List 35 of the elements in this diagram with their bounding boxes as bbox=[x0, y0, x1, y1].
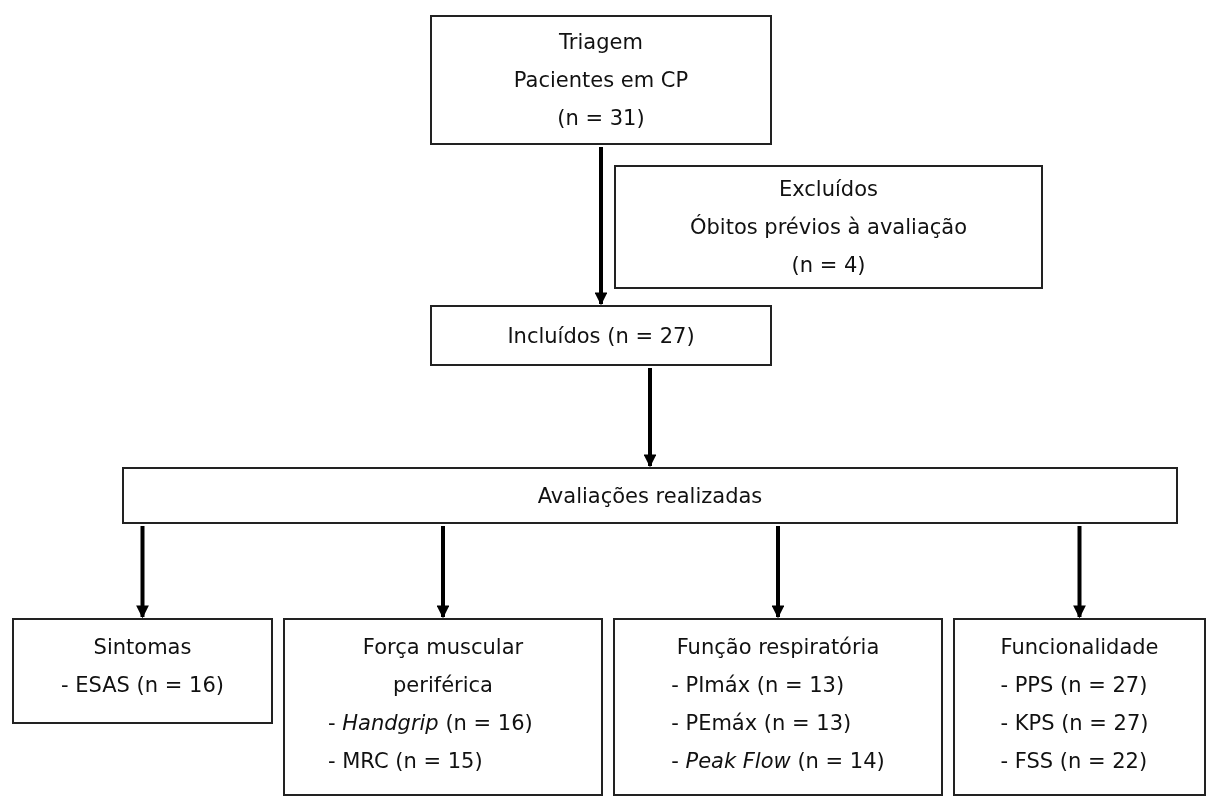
box-text: - KPS (n = 27) bbox=[1000, 710, 1149, 737]
box-text: - PEmáx (n = 13) bbox=[671, 710, 852, 737]
process-box bbox=[953, 618, 1206, 796]
arrow bbox=[643, 368, 657, 468]
box-text: Pacientes em CP bbox=[513, 67, 689, 94]
box-text: - Handgrip (n = 16) bbox=[328, 710, 533, 737]
box-text: (n = 31) bbox=[557, 105, 645, 132]
process-box bbox=[614, 165, 1043, 289]
box-text: - ESAS (n = 16) bbox=[61, 672, 224, 699]
process-box bbox=[430, 15, 772, 145]
box-heading: Força muscular periférica bbox=[361, 634, 525, 699]
process-box bbox=[613, 618, 943, 796]
box-text: Incluídos (n = 27) bbox=[507, 322, 695, 350]
box-text: Avaliações realizadas bbox=[537, 482, 763, 510]
box-heading: Excluídos bbox=[779, 176, 878, 203]
box-text: (n = 4) bbox=[791, 252, 866, 279]
box-text: Óbitos prévios à avaliação bbox=[689, 213, 968, 241]
box-text: - PPS (n = 27) bbox=[1000, 672, 1148, 699]
process-box bbox=[430, 305, 772, 366]
box-heading: Triagem bbox=[559, 29, 643, 56]
box-heading: Sintomas bbox=[93, 634, 192, 661]
arrow bbox=[1073, 526, 1086, 619]
box-heading: Funcionalidade bbox=[1000, 634, 1159, 661]
process-box bbox=[12, 618, 273, 724]
box-text: - MRC (n = 15) bbox=[328, 748, 483, 775]
process-box bbox=[283, 618, 603, 796]
arrow bbox=[136, 526, 149, 619]
box-text: - PImáx (n = 13) bbox=[671, 672, 845, 699]
arrow bbox=[594, 147, 608, 306]
arrow bbox=[436, 526, 450, 619]
box-text: - FSS (n = 22) bbox=[1000, 748, 1148, 775]
arrow bbox=[771, 526, 785, 619]
process-box bbox=[122, 467, 1178, 524]
box-text: - Peak Flow (n = 14) bbox=[671, 748, 885, 775]
box-heading: Função respiratória bbox=[676, 634, 880, 661]
